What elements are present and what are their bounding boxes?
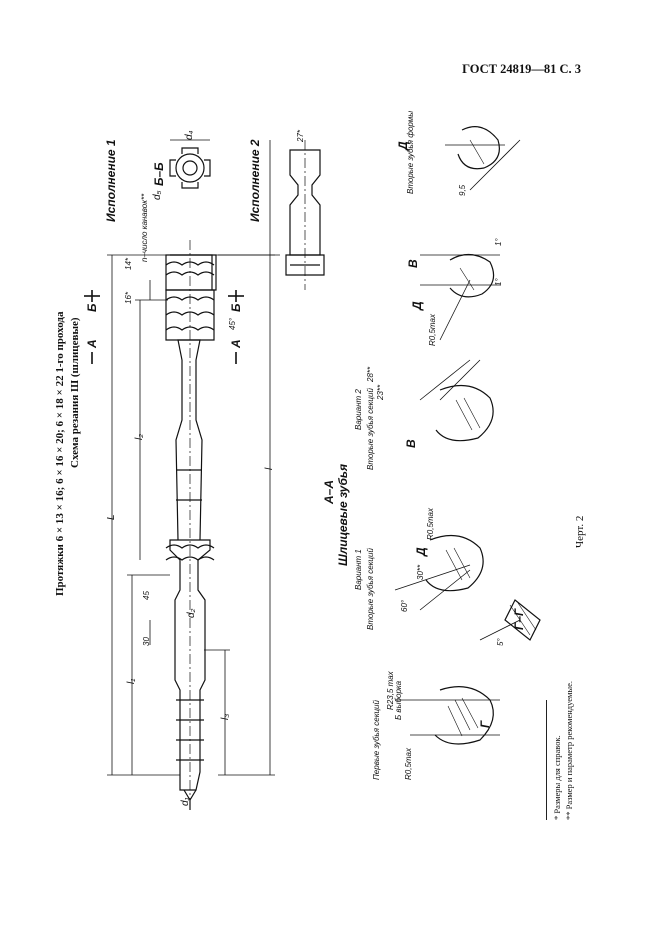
label-variant-1: Исполнение 1 <box>104 139 118 222</box>
detail-version-1 <box>394 534 484 611</box>
dimension-lines <box>107 254 275 776</box>
dim-45deg: 45° <box>228 317 237 330</box>
detail-form-teeth <box>445 126 521 191</box>
dim-d2: d₂ <box>186 608 197 618</box>
dim-16: 16* <box>124 291 133 304</box>
note-grooves: n–число канавок** <box>140 193 149 262</box>
dim-9-5: 9,5 <box>458 184 467 196</box>
dim-30b: 30** <box>416 564 425 580</box>
marker-b-left: Б <box>85 303 99 313</box>
section-bb-gear <box>169 139 211 189</box>
label-second-form: Вторые зубья формы <box>406 110 415 194</box>
label-second-tooth-1: Вторые зубья секций <box>366 548 375 630</box>
broach-body <box>165 240 217 810</box>
note-vyborka: Б выборка <box>394 680 403 720</box>
variant-2-shank <box>165 140 325 290</box>
label-version-2: Вариант 2 <box>354 389 363 430</box>
dim-l2: l₂ <box>134 433 145 440</box>
footnote-rule <box>546 700 547 820</box>
dim-r05max-c: R0,5max <box>404 747 413 780</box>
label-view-d: Д <box>410 301 424 310</box>
label-section-aa: А–А <box>322 479 336 504</box>
dim-r05max-a: R0,5max <box>428 313 437 346</box>
label-second-tooth-2: Вторые зубья секций <box>366 388 375 470</box>
dim-d4: d₄ <box>184 130 195 140</box>
label-section-bb: Б–Б <box>152 162 166 186</box>
detail-first-teeth <box>395 686 500 745</box>
dim-L: L <box>106 514 117 520</box>
dim-l: l <box>264 467 275 470</box>
dim-d1: d₁ <box>180 797 191 806</box>
dim-23: 23** <box>376 384 385 400</box>
section-markers <box>84 290 244 364</box>
marker-a-left: А <box>85 339 99 348</box>
dim-5deg: 5° <box>496 638 505 646</box>
label-view-v-2: В <box>404 439 418 448</box>
detail-view-d <box>420 253 500 341</box>
dim-l3: l₃ <box>220 713 231 720</box>
label-variant-2: Исполнение 2 <box>248 139 262 222</box>
dim-60: 60° <box>400 599 409 612</box>
label-first-teeth: Первые зубья секций <box>372 700 381 780</box>
marker-a-right: А <box>229 339 243 348</box>
dim-30: 30 <box>142 637 151 646</box>
label-spline-teeth: Шлицевые зубья <box>336 463 350 566</box>
dim-1deg-b: 1° <box>494 278 503 286</box>
label-section-gg: Г–Г <box>512 608 526 630</box>
dim-28: 28** <box>366 366 375 382</box>
marker-b-right: Б <box>229 303 243 313</box>
dim-1deg-a: 1° <box>494 238 503 246</box>
label-view-v: В <box>406 259 420 268</box>
detail-version-2 <box>419 359 494 442</box>
section-gg <box>479 599 541 641</box>
dim-14: 14* <box>124 257 133 270</box>
dim-27: 27* <box>296 129 305 142</box>
marker-g: Г <box>478 720 492 728</box>
label-view-d-top: Д <box>396 141 410 150</box>
page-header: ГОСТ 24819—81 С. 3 <box>462 62 581 76</box>
dim-45: 45 <box>142 591 151 600</box>
label-view-d-2: Д <box>414 547 428 556</box>
dim-l1: l₁ <box>126 678 137 684</box>
dim-d5: d₅ <box>152 190 163 200</box>
dim-r05max-b: R0,5max <box>426 507 435 540</box>
label-version-1: Вариант 1 <box>354 549 363 590</box>
